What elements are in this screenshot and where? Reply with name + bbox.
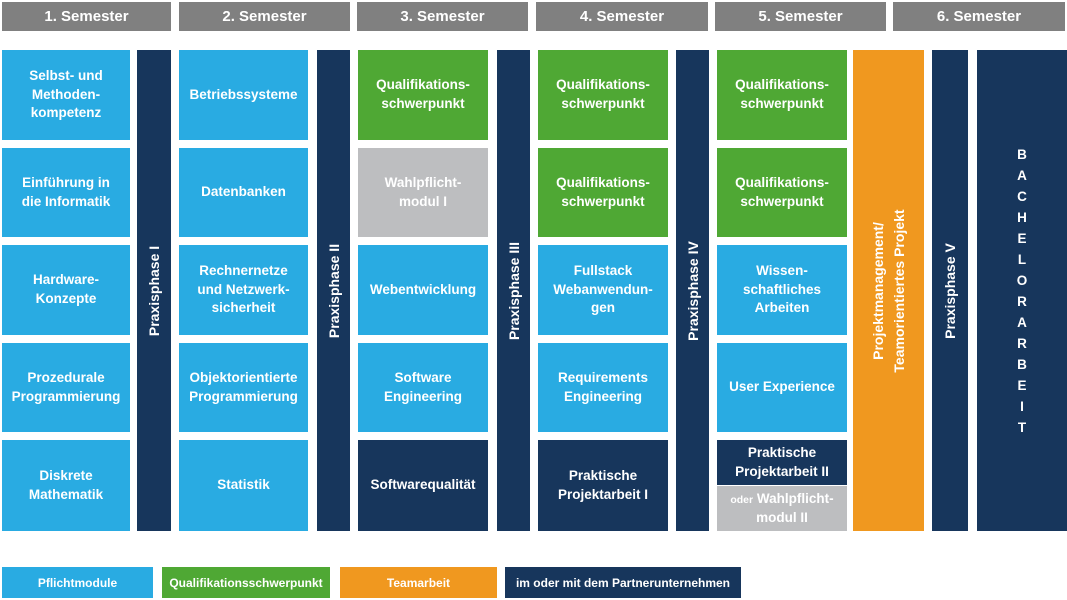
module-statistik: Statistik bbox=[179, 440, 308, 531]
module-softwarequalitaet: Softwarequalität bbox=[358, 440, 488, 531]
project-bar: Projektmanagement/ Teamorientiertes Proj… bbox=[853, 50, 924, 531]
semester-header-4: 4. Semester bbox=[536, 2, 708, 31]
module-wissenschaftliches-arbeiten: Wissen- schaftliches Arbeiten bbox=[717, 245, 847, 335]
module-praktische-projektarbeit-2: Praktische Projektarbeit II bbox=[717, 440, 847, 485]
legend-item-partnerunternehmen: im oder mit dem Partnerunternehmen bbox=[505, 567, 741, 598]
module-betriebssysteme: Betriebssysteme bbox=[179, 50, 308, 140]
module-user-experience: User Experience bbox=[717, 343, 847, 432]
praxisphase-bar-3: Praxisphase III bbox=[497, 50, 530, 531]
module-webentwicklung: Webentwicklung bbox=[358, 245, 488, 335]
module-fullstack-webanwendungen: Fullstack Webanwendun- gen bbox=[538, 245, 668, 335]
module-praktische-projektarbeit-1: Praktische Projektarbeit I bbox=[538, 440, 668, 531]
module-prozedurale-programmierung: Prozedurale Programmierung bbox=[2, 343, 130, 432]
module-diskrete-mathematik: Diskrete Mathematik bbox=[2, 440, 130, 531]
module-qualifikationsschwerpunkt-5: Qualifikations- schwerpunkt bbox=[717, 148, 847, 237]
module-datenbanken: Datenbanken bbox=[179, 148, 308, 237]
module-objektorientierte-programmierung: Objektorientierte Programmierung bbox=[179, 343, 308, 432]
praxisphase-bar-1: Praxisphase I bbox=[137, 50, 171, 531]
module-qualifikationsschwerpunkt-4: Qualifikations- schwerpunkt bbox=[717, 50, 847, 140]
module-requirements-engineering: Requirements Engineering bbox=[538, 343, 668, 432]
module-qualifikationsschwerpunkt-3: Qualifikations- schwerpunkt bbox=[538, 148, 668, 237]
legend-item-qualifikationsschwerpunkt: Qualifikationsschwerpunkt bbox=[162, 567, 330, 598]
module-qualifikationsschwerpunkt-2: Qualifikations- schwerpunkt bbox=[538, 50, 668, 140]
module-hardware-konzepte: Hardware- Konzepte bbox=[2, 245, 130, 335]
semester-header-6: 6. Semester bbox=[893, 2, 1065, 31]
module-rechnernetze-und-netzwerksicherheit: Rechnernetze und Netzwerk- sicherheit bbox=[179, 245, 308, 335]
semester-header-3: 3. Semester bbox=[357, 2, 528, 31]
praxisphase-bar-2: Praxisphase II bbox=[317, 50, 350, 531]
legend-item-pflichtmodule: Pflichtmodule bbox=[2, 567, 153, 598]
module-wahlpflichtmodul-1: Wahlpflicht- modul I bbox=[358, 148, 488, 237]
semester-header-2: 2. Semester bbox=[179, 2, 350, 31]
module-qualifikationsschwerpunkt-1: Qualifikations- schwerpunkt bbox=[358, 50, 488, 140]
legend-item-teamarbeit: Teamarbeit bbox=[340, 567, 497, 598]
bachelor-column: B A C H E L O R A R B E I T bbox=[977, 50, 1067, 531]
module-wahlpflichtmodul-2: oder Wahlpflicht- modul II bbox=[717, 486, 847, 531]
module-software-engineering: Software Engineering bbox=[358, 343, 488, 432]
praxisphase-bar-4: Praxisphase IV bbox=[676, 50, 709, 531]
semester-header-1: 1. Semester bbox=[2, 2, 171, 31]
semester-header-5: 5. Semester bbox=[715, 2, 886, 31]
module-einfuehrung-in-die-informatik: Einführung in die Informatik bbox=[2, 148, 130, 237]
module-selbst-und-methodenkompetenz: Selbst- und Methoden- kompetenz bbox=[2, 50, 130, 140]
praxisphase-bar-5: Praxisphase V bbox=[932, 50, 968, 531]
